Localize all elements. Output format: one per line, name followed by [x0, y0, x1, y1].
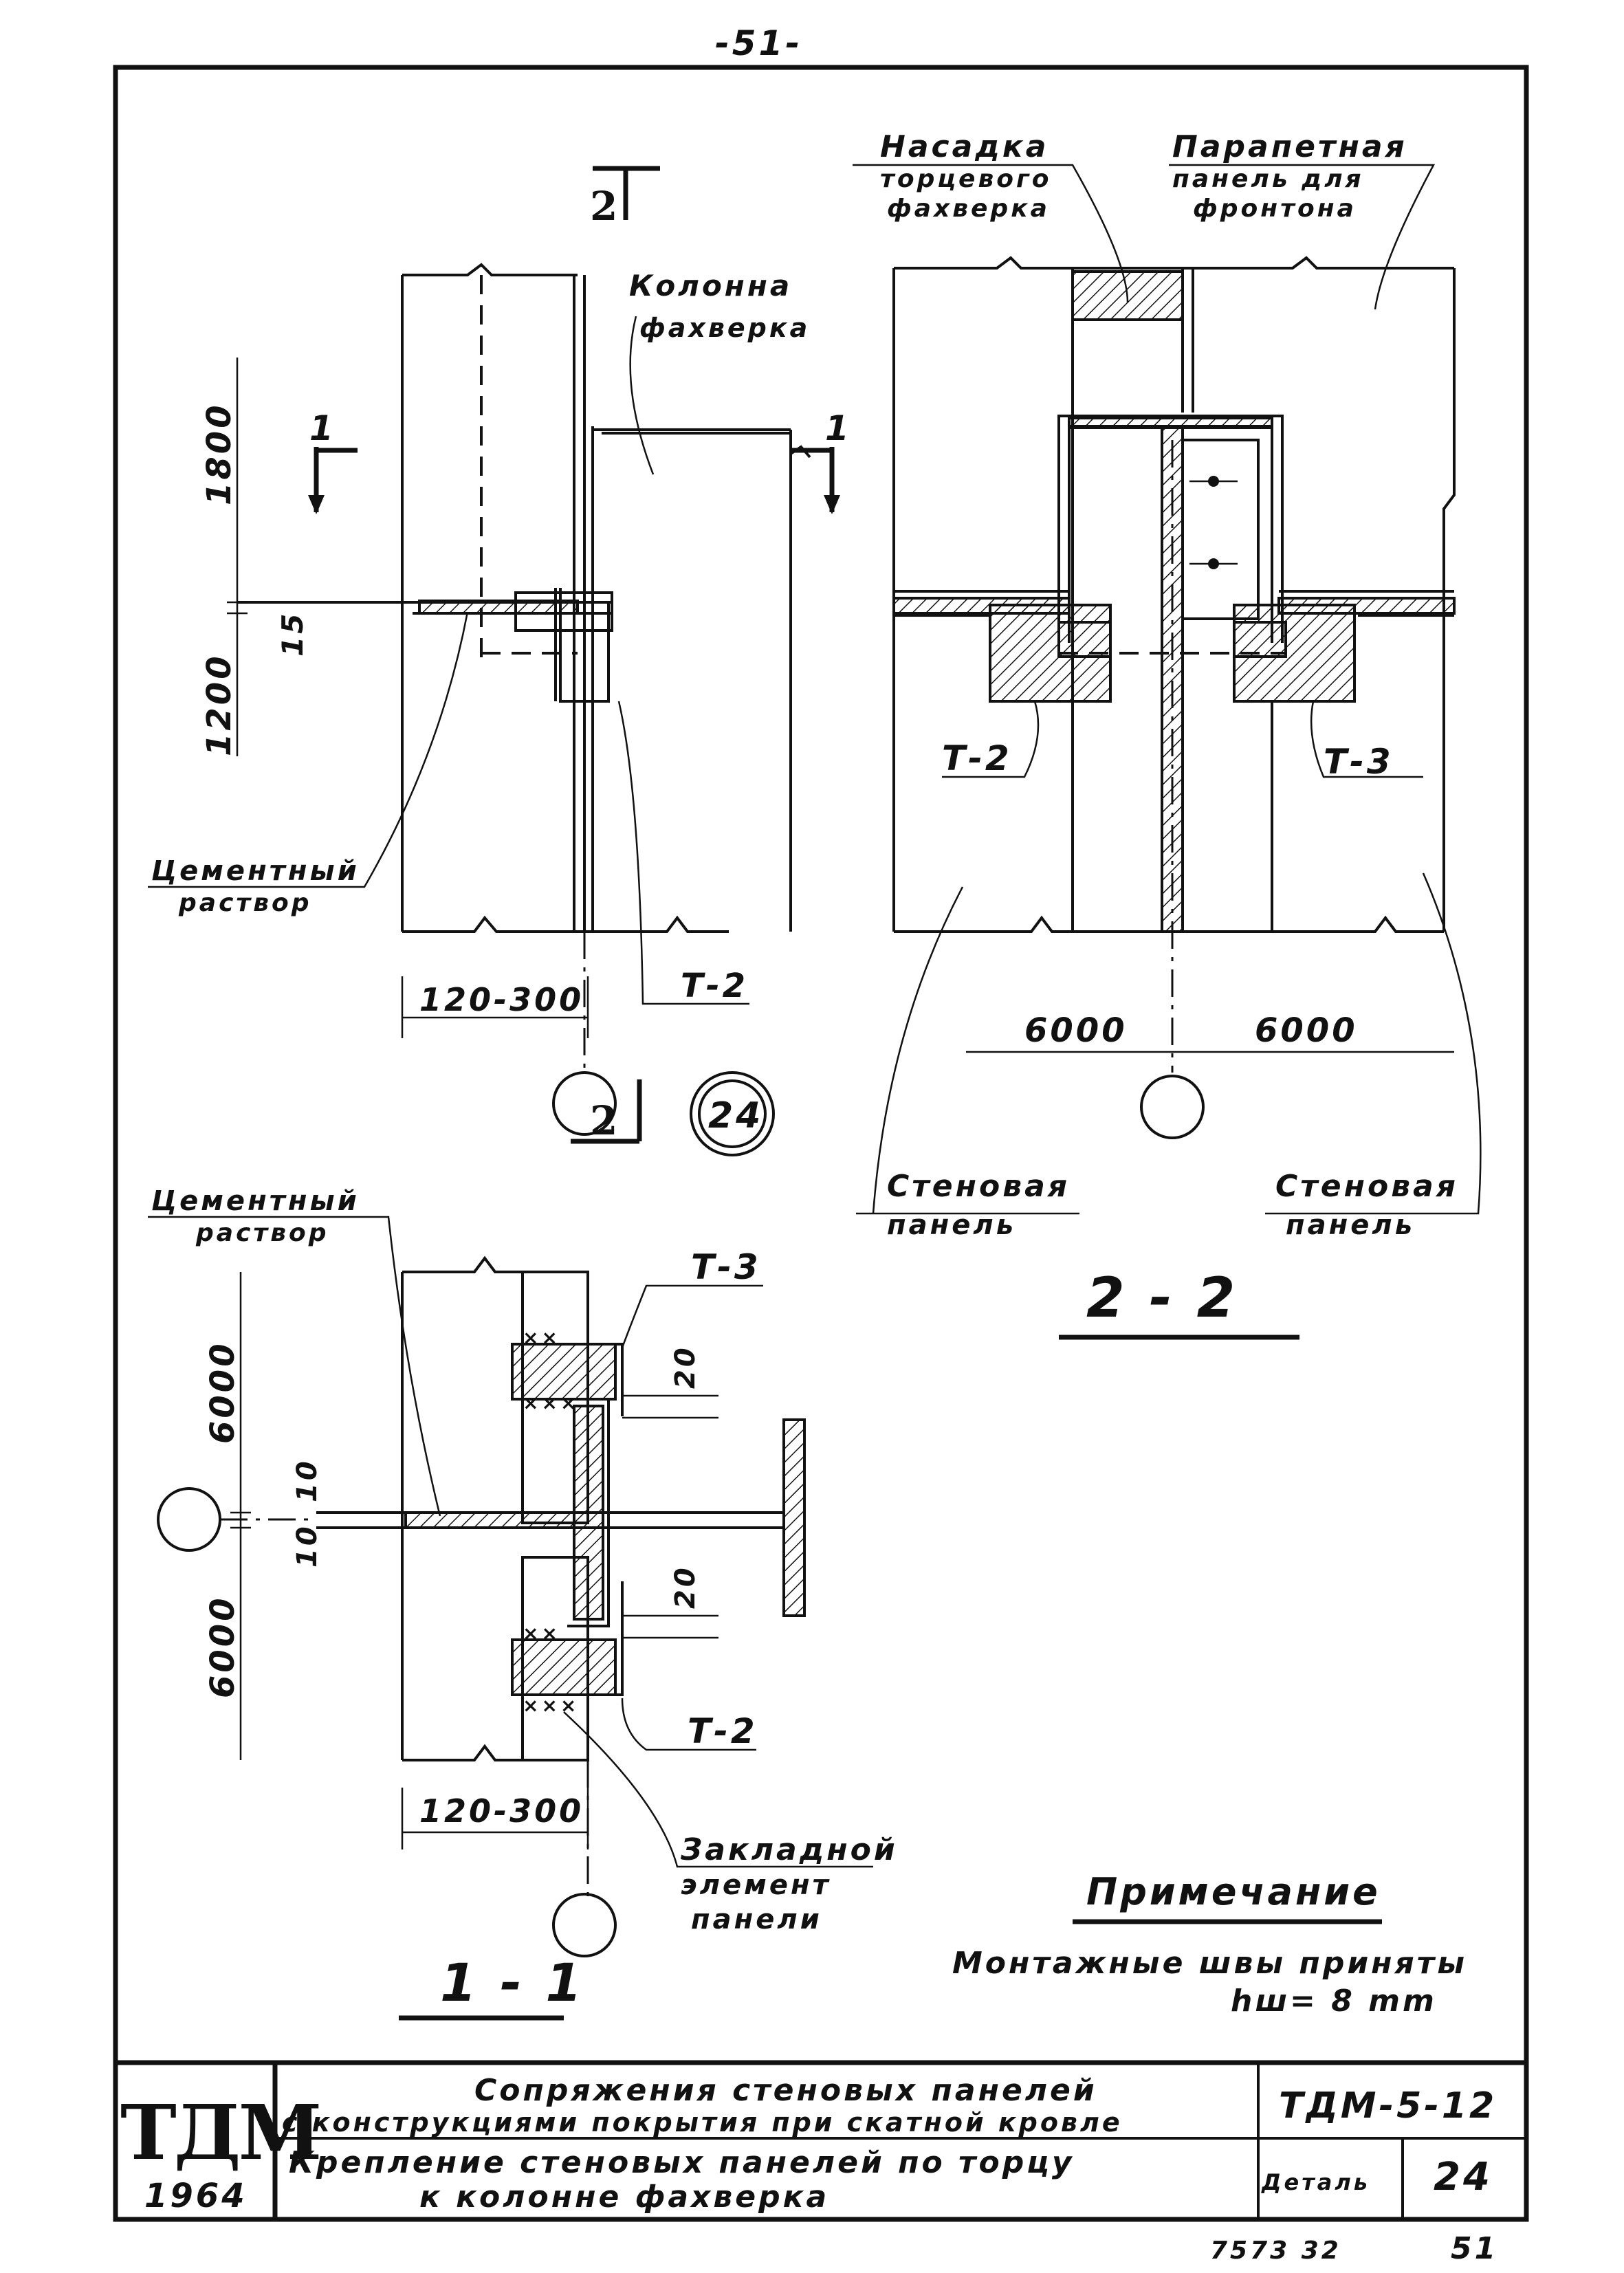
- label-t2-section11: Т-2: [688, 1711, 758, 1751]
- dim-120-300-bottom: 120-300: [419, 1792, 584, 1830]
- note-line1: Монтажные швы приняты: [952, 1946, 1467, 1981]
- label-embed-3: панели: [691, 1904, 822, 1935]
- dim-6000-bottom-11: 6000: [204, 1595, 242, 1698]
- title-line1: Сопряжения стеновых панелей: [474, 2073, 1097, 2108]
- dim-6000-left: 6000: [1024, 1011, 1128, 1050]
- label-nasadka-2: торцевого: [880, 165, 1052, 193]
- dim-15: 15: [276, 611, 309, 657]
- page-number-top: -51-: [715, 23, 802, 63]
- title-detail-label: Деталь: [1261, 2169, 1370, 2195]
- label-parapet-2: панель для: [1172, 165, 1364, 193]
- label-mortar-2-top: раствор: [178, 889, 312, 917]
- dim-120-300-top: 120-300: [419, 981, 584, 1018]
- weld-marks-top-2: ×××: [523, 1392, 579, 1414]
- section-2-2: 6000 6000 Насадка торцевого фахверка Пар…: [853, 129, 1482, 1340]
- note-heading: Примечание: [1086, 1870, 1381, 1913]
- dim-6000-top-11: 6000: [204, 1341, 242, 1444]
- title-year: 1964: [144, 2177, 248, 2215]
- dim-10-bottom: 10: [292, 1524, 323, 1568]
- weld-marks-bottom-2: ×××: [523, 1694, 579, 1717]
- archive-number: 7573 32: [1210, 2237, 1341, 2265]
- label-parapet-1: Парапетная: [1172, 129, 1407, 164]
- section-1-1: ×× ××× ×× ××× 6000 6000 10 10 20 20: [148, 1185, 898, 2021]
- label-mortar-1-bottom: Цементный: [151, 1185, 360, 1217]
- elevation-view: 2 1 1 2 1800 15 1200 120-300 Колонна фах…: [148, 166, 852, 1144]
- title-section-1-1: 1 - 1: [440, 1952, 584, 2013]
- title-section-2-2: 2 - 2: [1086, 1266, 1238, 1330]
- dim-20-bottom: 20: [670, 1565, 701, 1609]
- label-embed-2: элемент: [681, 1869, 831, 1901]
- label-nasadka-3: фахверка: [887, 195, 1050, 223]
- cut-mark-2-bottom: 2: [590, 1097, 617, 1144]
- detail-marker: 24: [690, 1071, 775, 1156]
- label-column-fachwerk-1: Колонна: [629, 269, 792, 303]
- label-wall-left-2: панель: [887, 1209, 1016, 1241]
- title-logo: ТДМ: [120, 2088, 319, 2177]
- label-t2-section22: Т-2: [942, 738, 1012, 778]
- dim-10-top: 10: [292, 1458, 323, 1502]
- dim-1800: 1800: [200, 402, 239, 505]
- label-t3-section22: Т-3: [1324, 742, 1394, 782]
- cut-mark-2-top: 2: [590, 183, 617, 230]
- sheet-frame: [113, 65, 1529, 2222]
- title-detail-number: 24: [1434, 2155, 1493, 2199]
- weld-marks-top: ××: [523, 1326, 560, 1349]
- note-line2: hш= 8 mm: [1231, 1984, 1437, 2019]
- cut-mark-1-left: 1: [309, 408, 336, 448]
- subtitle-line2: к колонне фахверка: [419, 2179, 829, 2215]
- label-embed-1: Закладной: [680, 1832, 898, 1867]
- note-block: Примечание Монтажные швы приняты hш= 8 m…: [952, 1870, 1467, 2019]
- cut-mark-1-right: 1: [825, 408, 852, 448]
- dim-20-top: 20: [670, 1345, 701, 1389]
- label-t2-elevation: Т-2: [681, 967, 748, 1005]
- dim-6000-right: 6000: [1255, 1011, 1358, 1050]
- page-number-bottom: 51: [1451, 2231, 1498, 2266]
- label-wall-right-2: панель: [1286, 1209, 1415, 1241]
- label-wall-right-1: Стеновая: [1275, 1169, 1458, 1204]
- label-parapet-3: фронтона: [1193, 195, 1357, 223]
- label-mortar-1-top: Цементный: [151, 855, 360, 887]
- label-column-fachwerk-2: фахверка: [639, 313, 810, 343]
- label-wall-left-1: Стеновая: [887, 1169, 1070, 1204]
- title-line2: с конструкциями покрытия при скатной кро…: [282, 2107, 1123, 2138]
- title-code: ТДМ-5-12: [1279, 2085, 1497, 2127]
- svg-text:24: 24: [708, 1095, 763, 1136]
- title-block: ТДМ 1964 Сопряжения стеновых панелей с к…: [116, 2060, 1526, 2219]
- dim-1200: 1200: [200, 653, 239, 756]
- label-mortar-2-bottom: раствор: [195, 1219, 329, 1247]
- label-nasadka-1: Насадка: [880, 129, 1049, 164]
- subtitle-line1: Крепление стеновых панелей по торцу: [289, 2145, 1075, 2180]
- weld-marks-bottom: ××: [523, 1622, 560, 1645]
- label-t3-section11: Т-3: [691, 1247, 761, 1287]
